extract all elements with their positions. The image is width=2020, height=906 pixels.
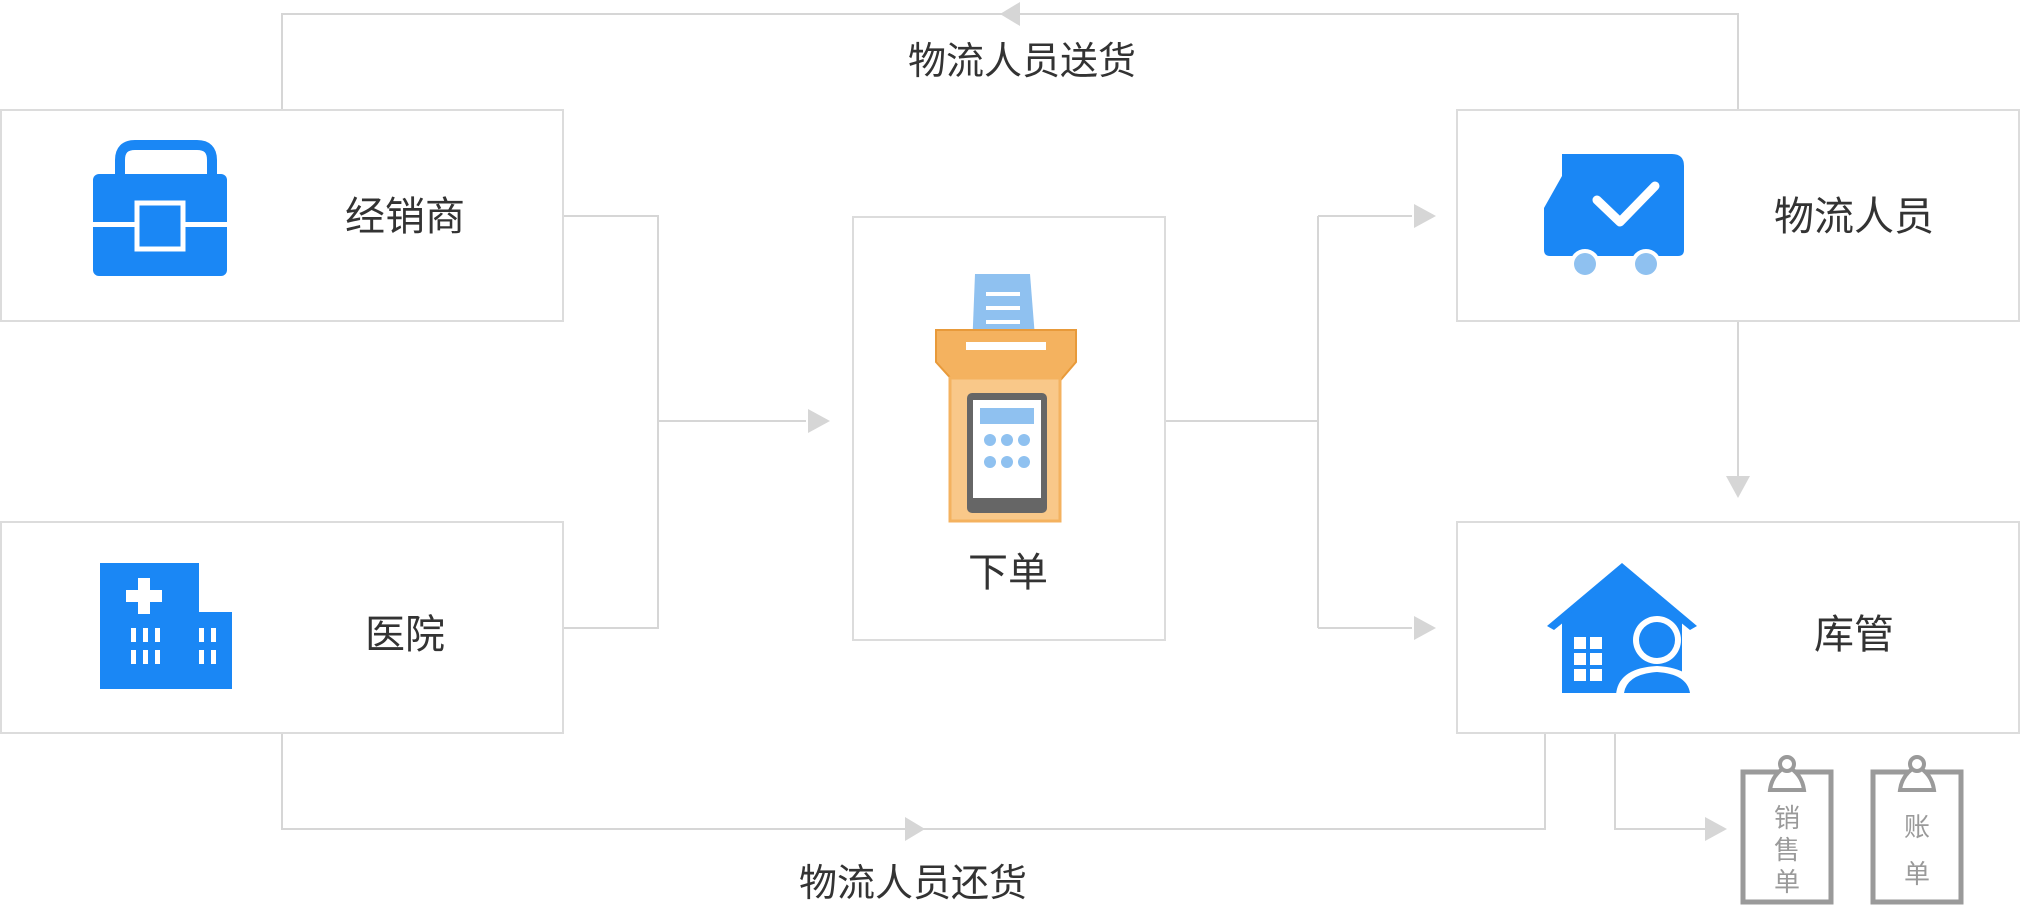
hospital-box — [0, 521, 564, 734]
order-node: 下单 — [852, 216, 1166, 641]
deliver-flow-arrow — [1000, 2, 1020, 26]
logistics-to-warehouse-arrow — [1726, 476, 1750, 498]
warehouse-node: 库管 — [1456, 521, 2020, 734]
sales-order-document: 销 售 单 — [1740, 755, 1834, 905]
warehouse-label: 库管 — [1814, 612, 1894, 658]
order-label: 下单 — [968, 550, 1048, 596]
to-docs-arrow — [1705, 817, 1727, 841]
bill-char-1: 账 — [1904, 813, 1930, 843]
to-logistics-arrow — [1414, 204, 1436, 228]
pos-terminal-icon — [935, 274, 1077, 523]
briefcase-icon — [93, 140, 227, 276]
hospital-label: 医院 — [365, 612, 445, 658]
deliver-flow-label: 物流人员送货 — [908, 39, 1136, 83]
return-flow-label: 物流人员还货 — [799, 861, 1027, 905]
bill-char-2: 单 — [1904, 860, 1930, 890]
return-flow-line — [281, 733, 1546, 830]
hospital-building-icon — [100, 563, 232, 689]
logistics-label: 物流人员 — [1774, 194, 1934, 240]
sales-order-char-1: 销 — [1774, 804, 1800, 834]
sales-order-char-2: 售 — [1774, 836, 1800, 866]
to-warehouse-arrow — [1414, 616, 1436, 640]
dealer-box — [0, 109, 564, 322]
warehouse-box — [1456, 521, 2020, 734]
return-flow-arrow — [905, 817, 925, 841]
dealer-to-order-line — [563, 215, 659, 629]
warehouse-keeper-icon — [1547, 563, 1698, 695]
to-order-arrow — [808, 409, 830, 433]
clipboard-icon — [1870, 755, 1964, 905]
sales-order-char-3: 单 — [1774, 868, 1800, 898]
delivery-truck-check-icon — [1544, 154, 1684, 279]
bill-document: 账 单 — [1870, 755, 1964, 905]
logistics-box — [1456, 109, 2020, 322]
clipboard-icon — [1740, 755, 1834, 905]
hospital-node: 医院 — [0, 521, 564, 734]
dealer-node: 经销商 — [0, 109, 564, 322]
dealer-label: 经销商 — [345, 194, 465, 240]
warehouse-to-docs-line — [1614, 733, 1705, 830]
logistics-node: 物流人员 — [1456, 109, 2020, 322]
